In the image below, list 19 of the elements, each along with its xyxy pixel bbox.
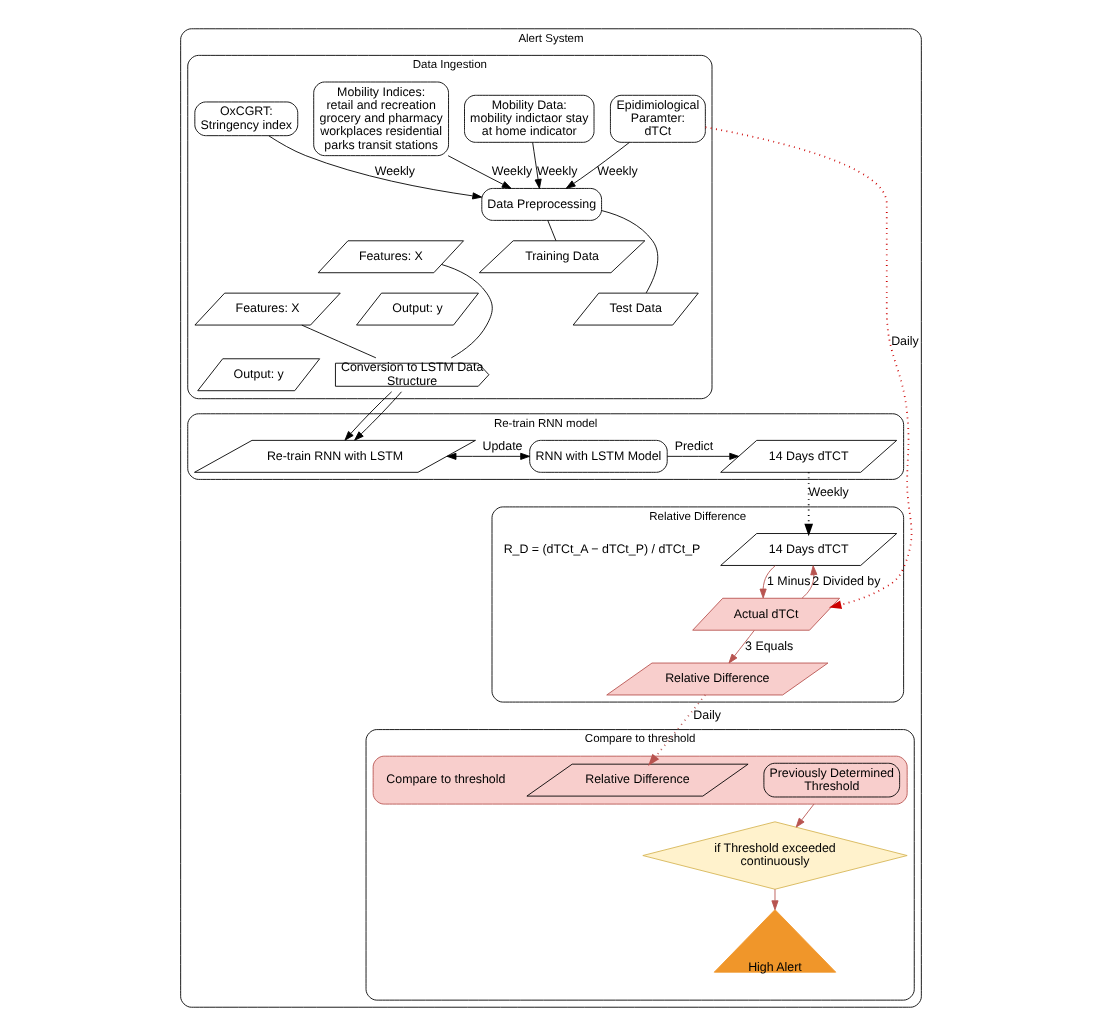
arrow: [770, 887, 778, 910]
connector: [440, 263, 492, 358]
connector: [300, 323, 376, 358]
arrow: [794, 802, 814, 827]
connector: [600, 209, 658, 293]
arrow: [445, 451, 529, 459]
arrow: [647, 693, 706, 766]
arrow: [727, 628, 754, 663]
arrow: [531, 141, 541, 188]
arrow: [803, 470, 813, 536]
arrow: [267, 134, 482, 199]
arrow: [800, 564, 817, 598]
arrow: [564, 141, 629, 188]
arrow: [758, 564, 775, 598]
arrow: [446, 154, 511, 188]
arrow: [343, 390, 392, 440]
connector: [546, 219, 556, 241]
arrow: [353, 390, 401, 440]
arrow: [665, 451, 739, 459]
